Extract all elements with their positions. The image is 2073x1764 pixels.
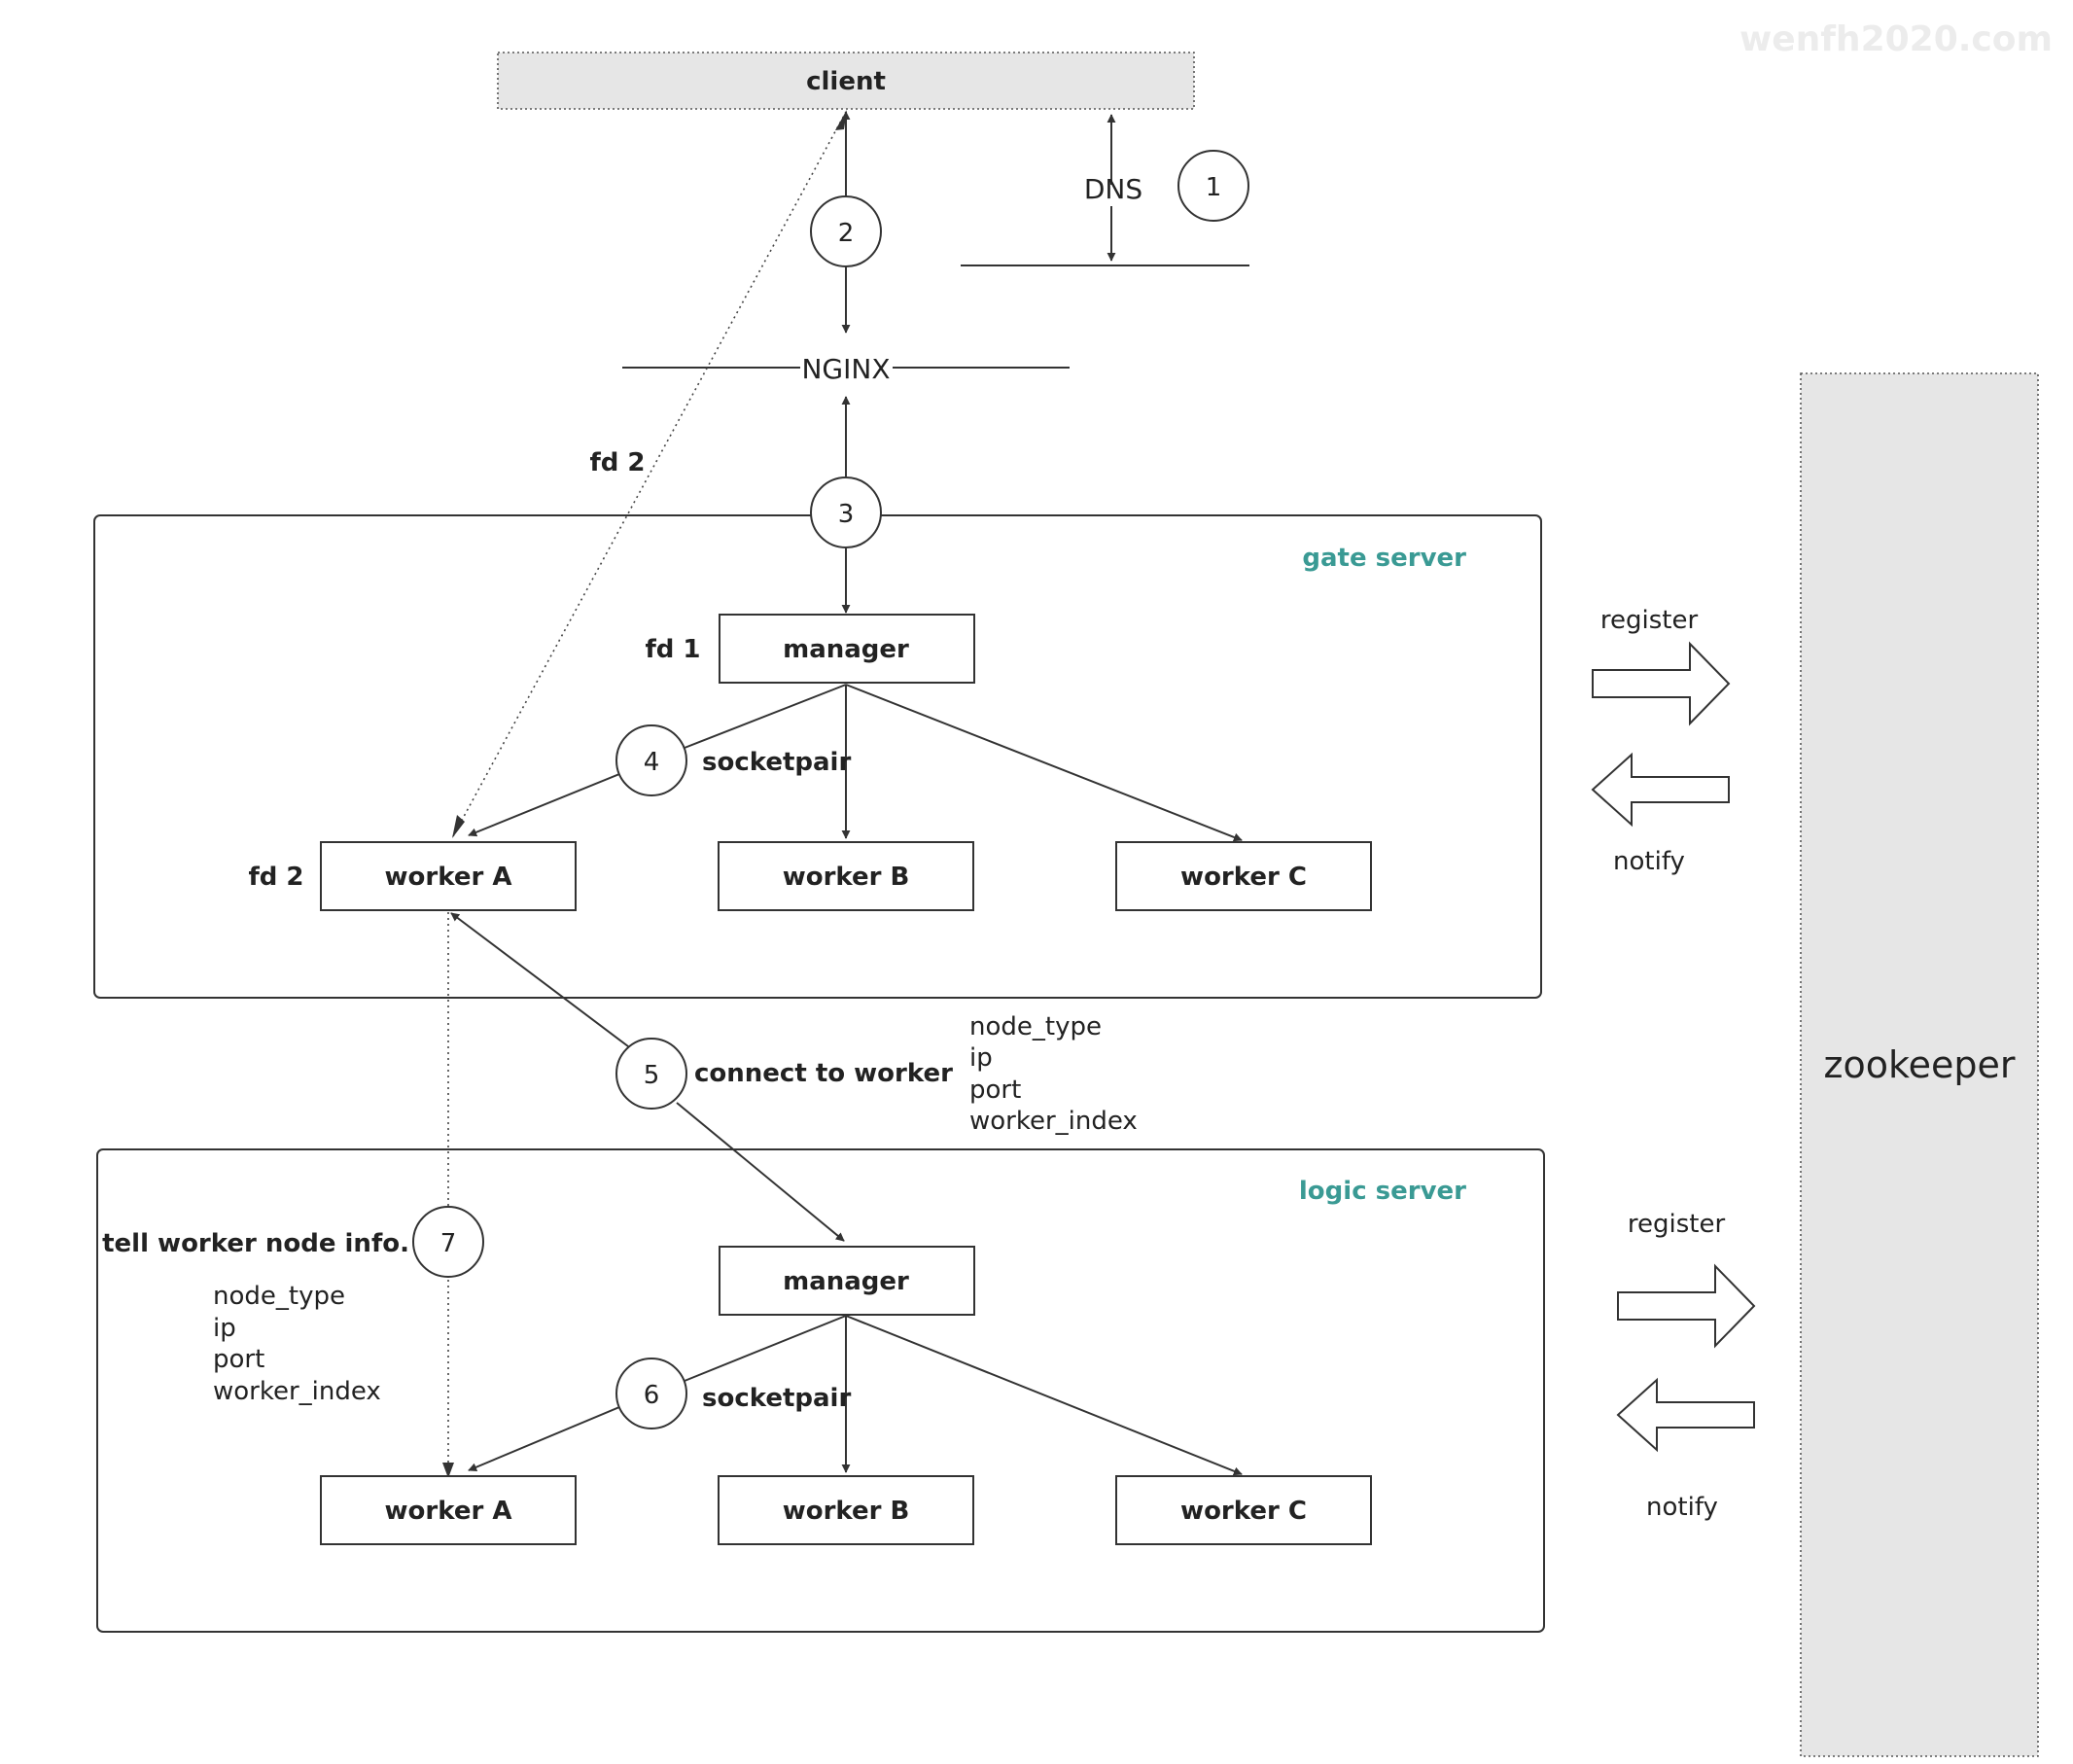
zookeeper-box <box>1800 372 2039 1757</box>
node-info-left: node_type ip port worker_index <box>213 1282 381 1406</box>
step-1-circle <box>1177 150 1249 222</box>
logic-notify-arrow <box>1616 1377 1755 1453</box>
zookeeper-label: zookeeper <box>1824 1043 2016 1086</box>
gate-worker-a-label: worker A <box>385 863 512 892</box>
gate-worker-b-box <box>718 841 974 911</box>
connect-label: connect to worker <box>694 1059 953 1088</box>
step-6-number: 6 <box>644 1381 660 1410</box>
gate-worker-c-box <box>1115 841 1372 911</box>
gate-notify-arrow <box>1591 752 1730 828</box>
node-info-right-item: ip <box>969 1043 993 1073</box>
logic-manager-box <box>719 1246 975 1316</box>
logic-socketpair-label: socketpair <box>702 1384 851 1413</box>
tell-worker-label: tell worker node info. <box>102 1229 409 1258</box>
node-info-left-item: port <box>213 1345 264 1374</box>
gate-register-label: register <box>1600 606 1699 635</box>
logic-worker-a-label: worker A <box>385 1497 512 1526</box>
step-1-number: 1 <box>1206 173 1222 202</box>
gate-manager-label: manager <box>783 635 909 664</box>
gate-manager-box <box>719 614 975 684</box>
dns-label: DNS <box>1084 173 1142 205</box>
gate-register-arrow <box>1592 641 1731 726</box>
gate-fd1-label: fd 1 <box>645 635 700 664</box>
logic-socketpair-line-2 <box>468 1406 620 1472</box>
client-label: client <box>806 67 886 96</box>
logic-register-label: register <box>1628 1210 1726 1239</box>
gate-socketpair-label: socketpair <box>702 748 851 777</box>
node-info-right-item: worker_index <box>969 1107 1138 1136</box>
fd2-arrowhead-worker <box>452 815 465 838</box>
step-4-circle <box>615 724 687 796</box>
gate-worker-b-label: worker B <box>783 863 910 892</box>
gate-server-title: gate server <box>1302 544 1466 573</box>
connect-to-gate-worker <box>450 912 629 1047</box>
connect-to-logic-manager <box>676 1102 845 1242</box>
step-4-number: 4 <box>644 748 660 777</box>
step-7-circle <box>412 1206 484 1278</box>
gate-worker-c-label: worker C <box>1180 863 1307 892</box>
step-7-arrowhead <box>442 1463 454 1478</box>
node-info-right-item: port <box>969 1076 1021 1105</box>
logic-server-group <box>96 1148 1545 1633</box>
step-5-number: 5 <box>644 1061 660 1090</box>
client-box <box>497 52 1195 110</box>
nginx-label: NGINX <box>801 353 890 385</box>
fd2-top-label: fd 2 <box>589 448 645 477</box>
gate-socketpair-line-1 <box>684 684 847 749</box>
logic-worker-b-box <box>718 1475 974 1545</box>
gate-fd2-label: fd 2 <box>248 863 303 892</box>
step-2-number: 2 <box>838 219 855 248</box>
step-7-number: 7 <box>440 1229 457 1258</box>
logic-manager-label: manager <box>783 1267 909 1296</box>
fd2-arrowhead-client <box>835 110 847 130</box>
watermark: wenfh2020.com <box>1739 19 2053 59</box>
logic-notify-label: notify <box>1646 1493 1718 1522</box>
gate-manager-to-worker-c <box>845 684 1243 842</box>
step-3-circle <box>810 476 882 548</box>
node-info-left-item: node_type <box>213 1282 345 1311</box>
node-info-right: node_type ip port worker_index <box>969 1012 1138 1136</box>
gate-socketpair-line-2 <box>468 773 620 837</box>
logic-worker-b-label: worker B <box>783 1497 910 1526</box>
gate-notify-label: notify <box>1613 847 1685 876</box>
step-6-circle <box>615 1358 687 1429</box>
gate-worker-a-box <box>320 841 577 911</box>
logic-register-arrow <box>1617 1263 1756 1349</box>
logic-socketpair-line-1 <box>684 1315 847 1382</box>
step-2-circle <box>810 195 882 267</box>
step-5-circle <box>615 1038 687 1110</box>
logic-manager-to-worker-c <box>845 1315 1243 1476</box>
node-info-left-item: ip <box>213 1314 236 1343</box>
logic-server-title: logic server <box>1299 1177 1466 1206</box>
logic-worker-c-box <box>1115 1475 1372 1545</box>
node-info-left-item: worker_index <box>213 1377 381 1406</box>
step-3-number: 3 <box>838 500 855 529</box>
logic-worker-c-label: worker C <box>1180 1497 1307 1526</box>
logic-worker-a-box <box>320 1475 577 1545</box>
node-info-right-item: node_type <box>969 1012 1102 1041</box>
